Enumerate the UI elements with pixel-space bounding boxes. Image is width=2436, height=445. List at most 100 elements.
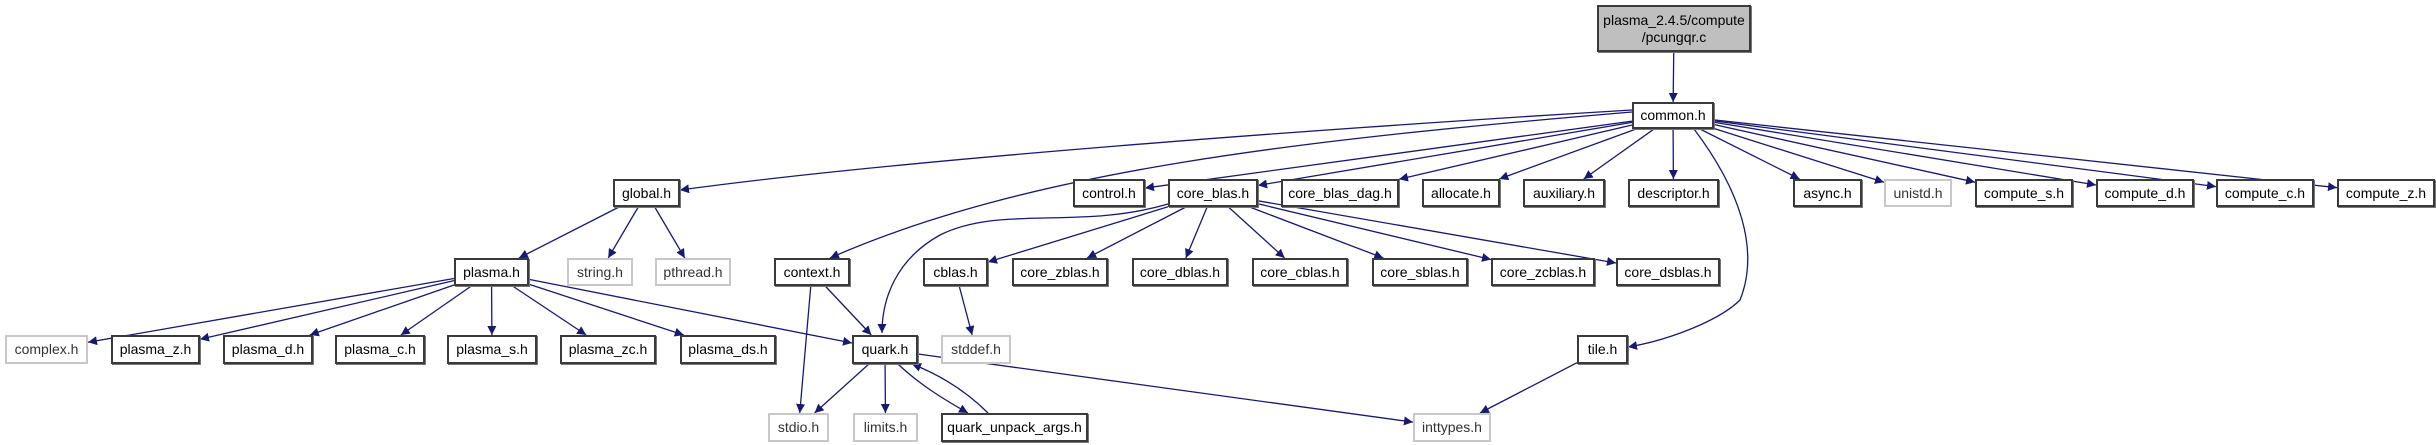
node-core-zblas[interactable]: core_zblas.h xyxy=(1012,258,1108,286)
edge-quark-to-stdio xyxy=(814,363,870,414)
node-plasma-z[interactable]: plasma_z.h xyxy=(111,335,200,364)
node-label: context.h xyxy=(783,263,841,280)
node-plasma-ds[interactable]: plasma_ds.h xyxy=(680,335,776,364)
node-label: plasma_d.h xyxy=(231,341,305,357)
edge-global-to-pthread xyxy=(654,206,686,259)
node-string: string.h xyxy=(567,258,633,286)
node-limits: limits.h xyxy=(853,413,918,442)
edge-plasma-to-quark xyxy=(528,278,853,346)
node-label: tile.h xyxy=(1587,341,1618,357)
node-label: plasma_z.h xyxy=(119,341,192,357)
edge-cblas-to-stddef xyxy=(958,285,975,336)
node-auxiliary[interactable]: auxiliary.h xyxy=(1523,179,1605,207)
edge-common-to-compute-c xyxy=(1713,120,2217,190)
edge-common-to-context xyxy=(829,111,1633,259)
edge-plasma-to-complex xyxy=(87,277,455,346)
node-core-dblas[interactable]: core_dblas.h xyxy=(1132,258,1228,286)
edge-quark-unpack-args-to-quark xyxy=(911,363,989,414)
edge-common-to-core-blas-dag xyxy=(1398,124,1633,182)
node-stdio: stdio.h xyxy=(768,413,829,442)
node-core-sblas[interactable]: core_sblas.h xyxy=(1372,258,1468,286)
node-compute-s[interactable]: compute_s.h xyxy=(1975,179,2073,207)
edge-common-to-core-blas xyxy=(1257,121,1633,189)
node-label: quark_unpack_args.h xyxy=(947,419,1082,435)
node-label: async.h xyxy=(1803,184,1852,201)
node-label: global.h xyxy=(621,184,672,201)
edge-core-blas-to-core-sblas xyxy=(1249,206,1384,259)
node-label: limits.h xyxy=(863,419,908,435)
node-core-dsblas[interactable]: core_dsblas.h xyxy=(1616,258,1720,286)
node-label: compute_c.h xyxy=(2224,184,2306,201)
node-label: core_zblas.h xyxy=(1020,263,1100,280)
edge-common-to-unistd xyxy=(1713,127,1885,184)
node-quark[interactable]: quark.h xyxy=(852,335,918,364)
node-plasma-zc[interactable]: plasma_zc.h xyxy=(560,335,656,364)
node-label: cblas.h xyxy=(933,263,978,280)
node-label: core_blas.h xyxy=(1176,184,1250,201)
root-file-label-line2: /pcungqr.c xyxy=(1641,28,1707,45)
root-file-node[interactable]: plasma_2.4.5/compute /pcungqr.c xyxy=(1597,5,1751,52)
node-compute-z[interactable]: compute_z.h xyxy=(2337,179,2435,207)
node-descriptor[interactable]: descriptor.h xyxy=(1628,179,1719,207)
node-label: unistd.h xyxy=(1893,184,1943,201)
node-context[interactable]: context.h xyxy=(774,258,850,286)
edge-root-to-common xyxy=(1668,51,1678,103)
node-plasma-d[interactable]: plasma_d.h xyxy=(223,335,313,364)
node-quark-unpack-args[interactable]: quark_unpack_args.h xyxy=(941,413,1088,442)
node-core-blas-dag[interactable]: core_blas_dag.h xyxy=(1281,179,1399,207)
edge-plasma-to-plasma-zc xyxy=(512,285,587,336)
node-label: descriptor.h xyxy=(1637,184,1710,201)
edge-context-to-quark xyxy=(824,285,872,336)
node-global[interactable]: global.h xyxy=(613,179,680,207)
root-file-label-line1: plasma_2.4.5/compute xyxy=(1603,11,1745,28)
edge-quark-to-quark-unpack-args xyxy=(897,363,969,414)
edge-quark-to-inttypes xyxy=(917,353,1414,426)
edge-common-to-compute-d xyxy=(1713,121,2097,188)
edge-plasma-to-plasma-z xyxy=(199,280,455,342)
node-label: string.h xyxy=(577,263,623,280)
node-async[interactable]: async.h xyxy=(1793,179,1862,207)
edge-plasma-to-plasma-d xyxy=(309,284,455,337)
edge-core-blas-to-cblas xyxy=(987,206,1169,264)
edge-plasma-to-plasma-c xyxy=(400,285,472,336)
node-control[interactable]: control.h xyxy=(1073,179,1145,207)
edge-plasma-to-plasma-ds xyxy=(528,283,684,337)
edge-core-blas-to-core-zblas xyxy=(1086,206,1187,259)
node-compute-c[interactable]: compute_c.h xyxy=(2216,179,2314,207)
node-core-zcblas[interactable]: core_zcblas.h xyxy=(1491,258,1595,286)
node-core-cblas[interactable]: core_cblas.h xyxy=(1252,258,1348,286)
node-core-blas[interactable]: core_blas.h xyxy=(1168,179,1258,207)
edge-common-to-compute-z xyxy=(1713,119,2338,192)
node-label: plasma_ds.h xyxy=(688,341,768,357)
node-label: core_dblas.h xyxy=(1139,263,1221,280)
node-label: allocate.h xyxy=(1431,184,1491,201)
node-label: common.h xyxy=(1640,107,1706,123)
node-inttypes: inttypes.h xyxy=(1413,413,1491,442)
edge-common-to-control xyxy=(1144,120,1633,192)
node-label: compute_s.h xyxy=(1983,184,2065,201)
node-plasma-c[interactable]: plasma_c.h xyxy=(335,335,425,364)
node-common[interactable]: common.h xyxy=(1632,102,1714,129)
edge-core-blas-to-core-cblas xyxy=(1227,206,1286,259)
node-stddef: stddef.h xyxy=(941,335,1011,364)
node-label: core_cblas.h xyxy=(1260,263,1340,280)
edge-core-blas-to-core-dblas xyxy=(1185,206,1208,259)
node-plasma-s[interactable]: plasma_s.h xyxy=(447,335,537,364)
node-compute-d[interactable]: compute_d.h xyxy=(2096,179,2194,207)
node-label: stdio.h xyxy=(777,419,820,435)
edge-common-to-allocate xyxy=(1499,128,1637,181)
node-label: complex.h xyxy=(14,341,79,357)
node-plasma[interactable]: plasma.h xyxy=(454,258,529,286)
node-allocate[interactable]: allocate.h xyxy=(1422,179,1500,207)
edge-global-to-string xyxy=(607,206,639,259)
node-tile[interactable]: tile.h xyxy=(1577,335,1628,364)
edge-core-blas-to-quark xyxy=(877,203,1169,334)
node-label: core_dsblas.h xyxy=(1624,263,1712,280)
edge-tile-to-inttypes xyxy=(1479,362,1578,414)
node-label: plasma.h xyxy=(463,263,520,280)
node-label: core_sblas.h xyxy=(1380,263,1460,280)
node-cblas[interactable]: cblas.h xyxy=(923,258,988,286)
edge-context-to-stdio xyxy=(796,285,812,414)
